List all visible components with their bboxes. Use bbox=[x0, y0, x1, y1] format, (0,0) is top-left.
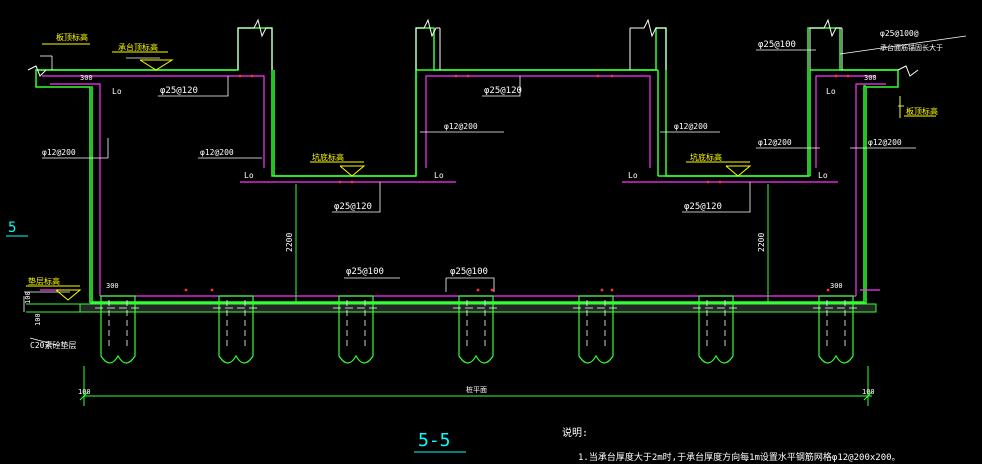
lo-label-1: Lo bbox=[112, 87, 122, 96]
label-anchor-note: 承台面筋锚固长大于 bbox=[880, 43, 943, 52]
bar-label-top-mid: φ25@120 bbox=[484, 86, 522, 96]
pile bbox=[573, 295, 619, 364]
rebar-dot bbox=[454, 74, 458, 78]
bar-label-bottom-2: φ25@100 bbox=[450, 267, 488, 277]
piles bbox=[95, 295, 859, 364]
rebar-dot bbox=[476, 288, 480, 292]
rebar-dot bbox=[184, 288, 188, 292]
rebar-dot bbox=[610, 74, 614, 78]
label-cap-top: 承台顶标高 bbox=[118, 42, 158, 52]
dim-300-bottom-right: 300 bbox=[830, 282, 843, 290]
label-slab-top-right: 板顶标高 bbox=[906, 106, 938, 116]
rebar-dot bbox=[718, 180, 722, 184]
section-title: 5-5 bbox=[418, 430, 451, 451]
pile bbox=[213, 295, 259, 364]
bar-label-pit-left: φ25@120 bbox=[334, 202, 372, 212]
rebar-lines bbox=[40, 75, 886, 297]
c20-label: C20素砼垫层 bbox=[30, 340, 76, 350]
dim-300-top-right: 300 bbox=[864, 74, 877, 82]
bar-label-v5: φ12@200 bbox=[758, 138, 792, 147]
bar-label-v3: φ12@200 bbox=[444, 122, 478, 131]
dim-100-bottom-right: 100 bbox=[862, 388, 875, 396]
bar-label-top-left: φ25@120 bbox=[160, 86, 198, 96]
rebar-dot bbox=[466, 74, 470, 78]
label-blinding: 垫层标高 bbox=[28, 276, 60, 286]
bottom-dimension bbox=[79, 366, 873, 406]
rebar-dot bbox=[610, 288, 614, 292]
rebar-dot bbox=[338, 180, 342, 184]
pile bbox=[693, 295, 739, 364]
bar-label-v4: φ12@200 bbox=[674, 122, 708, 131]
dim-100-bottom-left: 100 bbox=[78, 388, 91, 396]
lo-label-3: Lo bbox=[434, 171, 444, 180]
rebar-dot bbox=[826, 288, 830, 292]
pile bbox=[333, 295, 379, 364]
bar-label-pit-right: φ25@120 bbox=[684, 202, 722, 212]
side-section-mark: 5 bbox=[8, 220, 16, 236]
note-label: 说明: bbox=[562, 426, 588, 439]
note-line: 1.当承台厚度大于2m时,于承台厚度方向每1m设置水平钢筋网格φ12@200x2… bbox=[578, 451, 901, 463]
bar-label-v1: φ12@200 bbox=[42, 148, 76, 157]
bar-label-v2: φ12@200 bbox=[200, 148, 234, 157]
rebar-dot bbox=[600, 288, 604, 292]
dim-100-left-a: 100 bbox=[24, 291, 32, 304]
dim-300-top-left: 300 bbox=[80, 74, 93, 82]
rebar-dot bbox=[490, 288, 494, 292]
lo-label-6: Lo bbox=[826, 87, 836, 96]
label-pit-right: 坑底标高 bbox=[690, 152, 722, 162]
rebar-dot bbox=[706, 180, 710, 184]
lo-label-5: Lo bbox=[818, 171, 828, 180]
rebar-dot bbox=[834, 74, 838, 78]
column-breaks bbox=[27, 18, 919, 77]
rebar-dots bbox=[184, 74, 850, 292]
pile bbox=[813, 295, 859, 364]
bar-label-v6: φ12@200 bbox=[868, 138, 902, 147]
lo-label-2: Lo bbox=[244, 171, 254, 180]
label-right-top-bar: φ25@100@ bbox=[880, 29, 919, 38]
pile bbox=[453, 295, 499, 364]
rebar-dot bbox=[596, 74, 600, 78]
label-slab-top-left: 板顶标高 bbox=[56, 32, 88, 42]
dim-2200-right: 2200 bbox=[757, 233, 766, 252]
rebar-dot bbox=[210, 288, 214, 292]
lo-label-4: Lo bbox=[628, 171, 638, 180]
pile-axis-label: 桩平面 bbox=[466, 385, 487, 394]
bar-label-bottom-1: φ25@100 bbox=[346, 267, 384, 277]
dim-100-left-b: 100 bbox=[34, 313, 42, 326]
rebar-dot bbox=[238, 74, 242, 78]
cap-inner-outline bbox=[91, 85, 866, 303]
rebar-dot bbox=[846, 74, 850, 78]
bar-label-right-top: φ25@100 bbox=[758, 40, 796, 50]
dim-300-bottom-left: 300 bbox=[106, 282, 119, 290]
leaders bbox=[23, 35, 967, 347]
elevation-markers bbox=[26, 43, 936, 301]
vertical-dims bbox=[295, 184, 769, 302]
rebar-dot bbox=[250, 74, 254, 78]
pile bbox=[95, 295, 141, 364]
dim-2200-left: 2200 bbox=[285, 233, 294, 252]
rebar-dot bbox=[350, 180, 354, 184]
label-pit-left: 坑底标高 bbox=[312, 152, 344, 162]
